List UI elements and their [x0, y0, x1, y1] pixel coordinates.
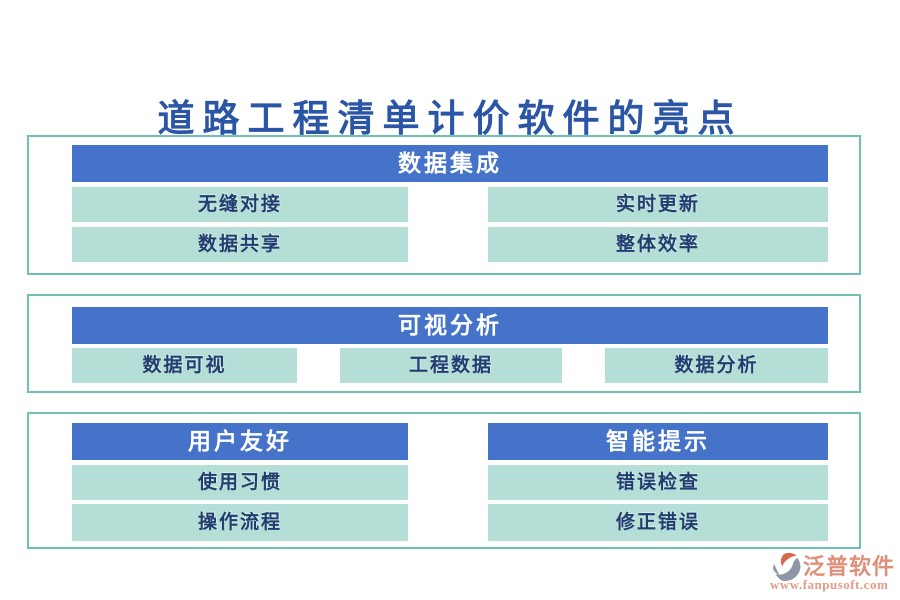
section-header-smart-tips: 智能提示	[488, 423, 828, 460]
feature-item-engineering-data: 工程数据	[340, 348, 562, 383]
section-data-integration: 数据集成 无缝对接 实时更新 数据共享 整体效率	[27, 135, 861, 275]
feature-item-usage-habits: 使用习惯	[72, 465, 408, 500]
brand-name: 泛普软件	[803, 554, 896, 579]
feature-item-seamless-connection: 无缝对接	[72, 187, 408, 222]
section-user-friendly-smart-tips: 用户友好 智能提示 使用习惯 错误检查 操作流程 修正错误	[27, 412, 861, 549]
feature-item-overall-efficiency: 整体效率	[488, 227, 828, 262]
brand-url: www.fanpusoft.com	[770, 577, 889, 592]
feature-item-data-visualization: 数据可视	[72, 348, 297, 383]
feature-item-realtime-update: 实时更新	[488, 187, 828, 222]
section-visual-analysis: 可视分析 数据可视 工程数据 数据分析	[27, 294, 861, 393]
feature-item-error-check: 错误检查	[488, 465, 828, 500]
feature-item-data-sharing: 数据共享	[72, 227, 408, 262]
section-header-user-friendly: 用户友好	[72, 423, 408, 460]
footer-brand: 泛普软件 www.fanpusoft.com	[770, 549, 896, 595]
feature-item-operation-flow: 操作流程	[72, 504, 408, 541]
feature-item-fix-errors: 修正错误	[488, 504, 828, 541]
feature-item-data-analysis: 数据分析	[605, 348, 828, 383]
fanpu-logo-icon	[772, 552, 801, 584]
page-title: 道路工程清单计价软件的亮点	[157, 99, 743, 140]
section-header-visual-analysis: 可视分析	[72, 307, 828, 344]
section-header-data-integration: 数据集成	[72, 145, 828, 182]
